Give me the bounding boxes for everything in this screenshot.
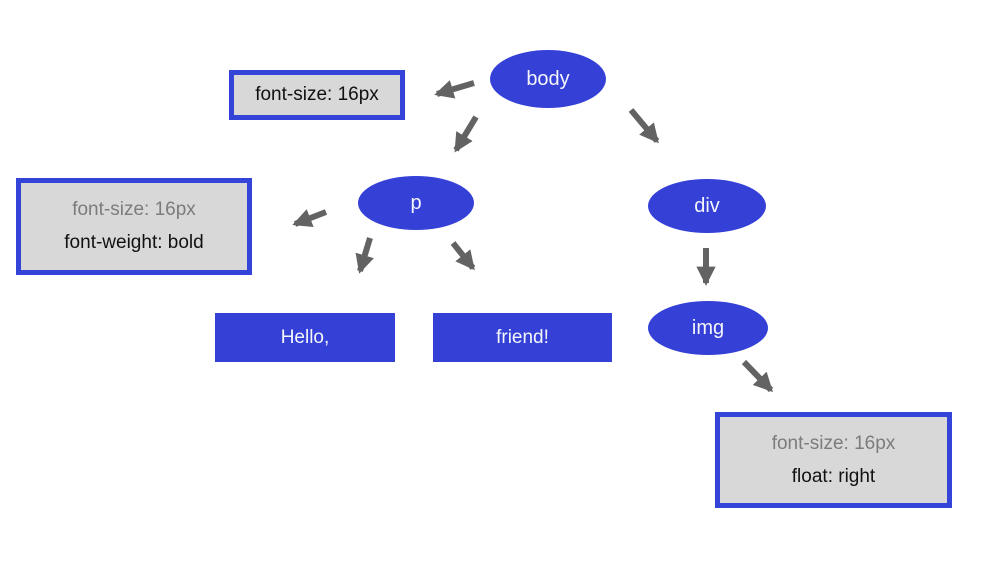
- element-node-img-label: img: [691, 316, 725, 339]
- text-node-hello: Hello,: [215, 313, 395, 362]
- text-node-hello-label: Hello,: [280, 326, 330, 348]
- text-node-friend: friend!: [433, 313, 612, 362]
- edge-body-to-p: [453, 115, 479, 153]
- style-rule-inherited: font-size: 16px: [771, 432, 896, 454]
- element-node-div: div: [648, 179, 766, 233]
- element-node-p: p: [358, 176, 474, 230]
- text-node-friend-label: friend!: [496, 326, 549, 348]
- element-node-body-label: body: [526, 67, 570, 90]
- element-node-body: body: [490, 50, 606, 108]
- edge-p-to-style-box: [292, 209, 328, 228]
- style-box-body: font-size: 16px: [229, 70, 405, 120]
- style-rule: font-size: 16px: [255, 84, 379, 105]
- style-rule: float: right: [791, 465, 876, 487]
- edge-body-to-div: [628, 108, 660, 144]
- style-rule-inherited: font-size: 16px: [72, 199, 196, 220]
- style-box-p: font-size: 16px font-weight: bold: [16, 178, 252, 275]
- element-node-p-label: p: [410, 191, 422, 214]
- edge-img-to-style-box: [741, 359, 774, 393]
- style-rule: font-weight: bold: [64, 232, 204, 253]
- style-box-img: font-size: 16px float: right: [715, 412, 952, 508]
- edge-body-to-style-box: [434, 80, 475, 99]
- edge-p-to-text-node-friend: [450, 241, 476, 271]
- edge-p-to-text-node-hello: [355, 237, 374, 274]
- element-node-img: img: [648, 301, 768, 355]
- element-node-div-label: div: [694, 194, 720, 217]
